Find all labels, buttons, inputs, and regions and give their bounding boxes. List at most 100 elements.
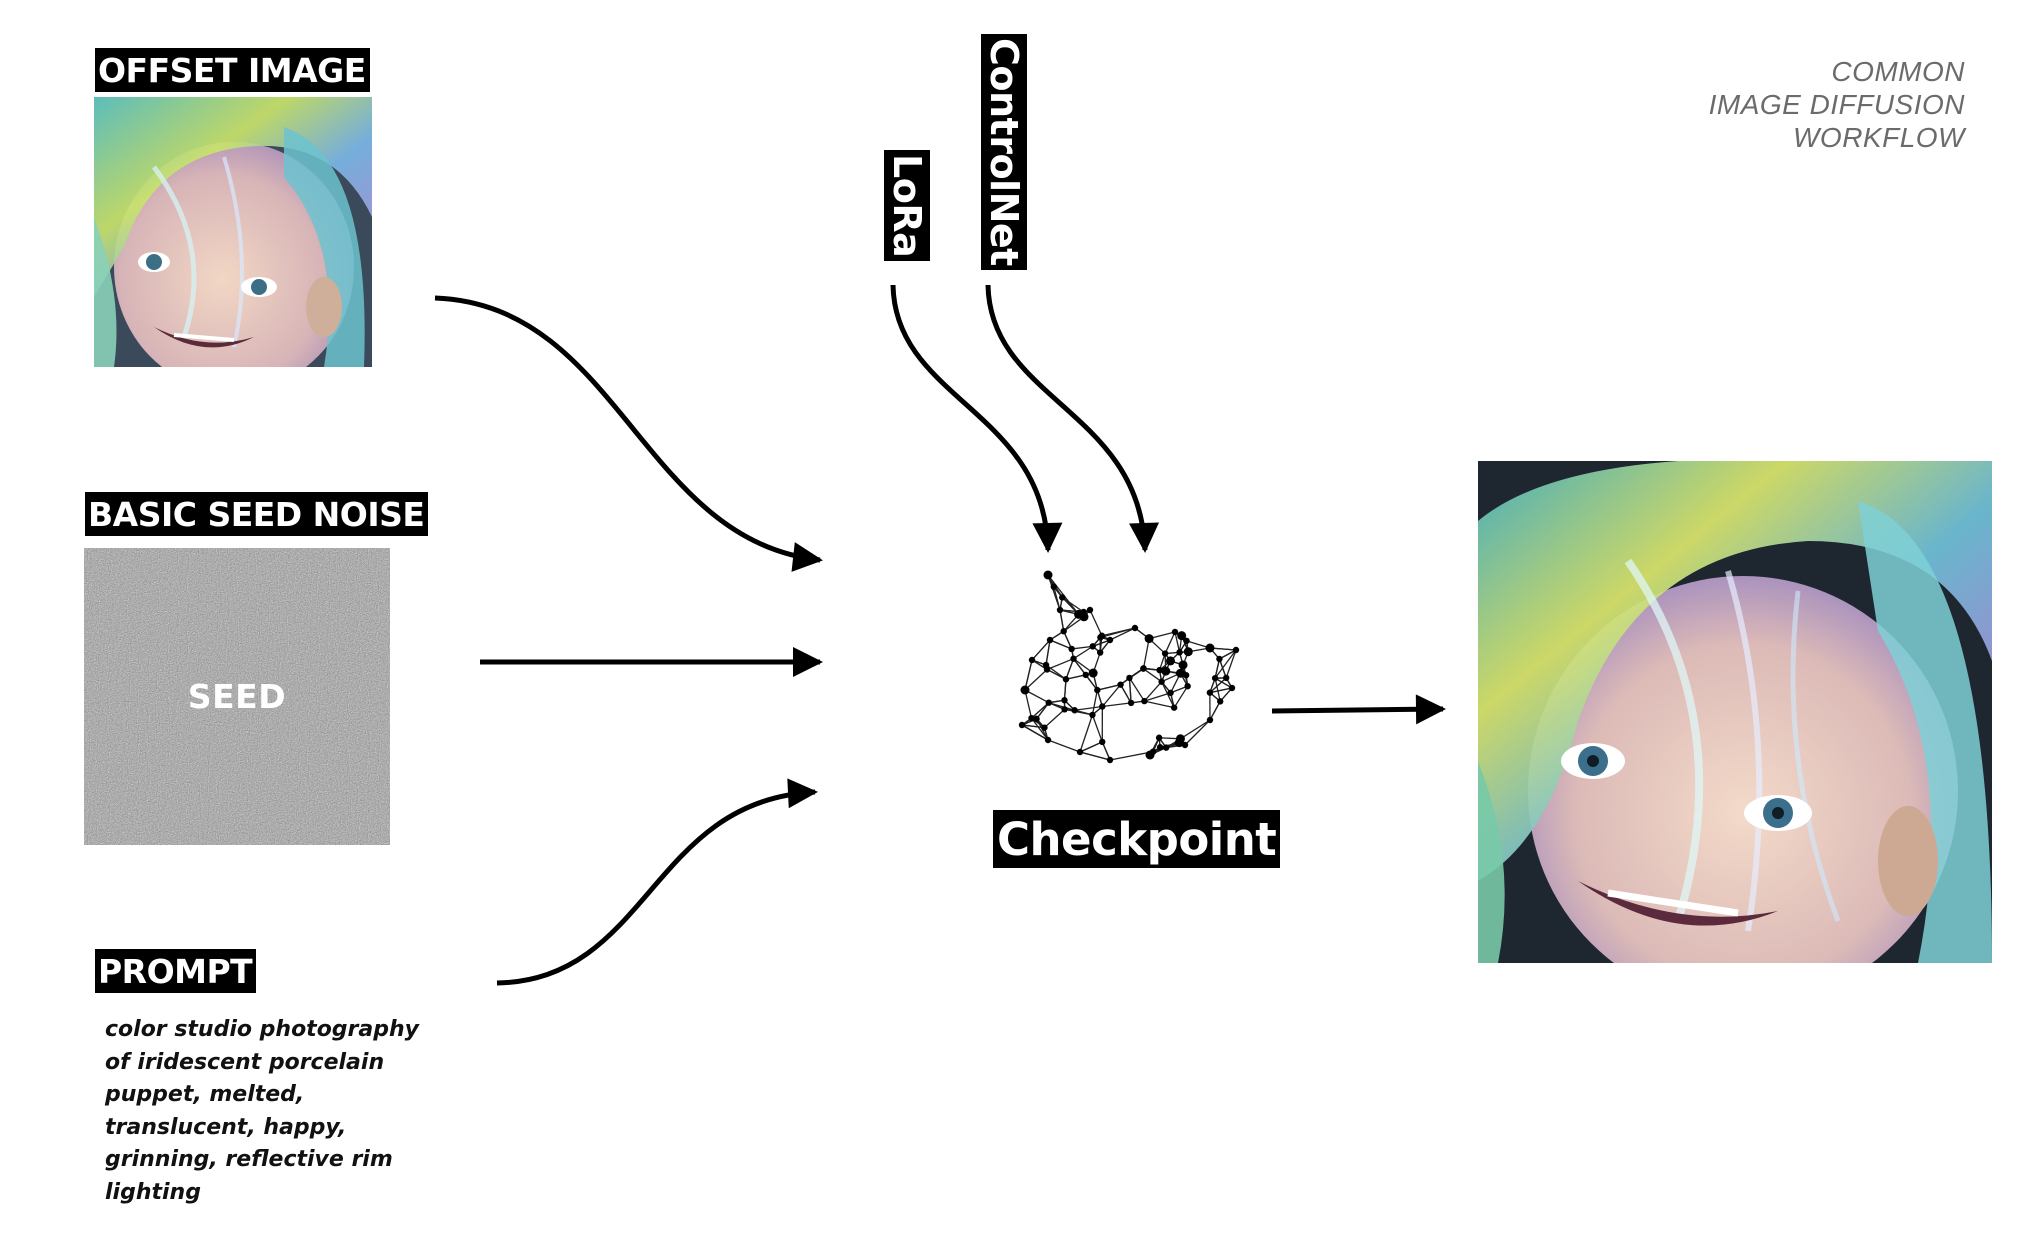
- network-edge: [1045, 639, 1051, 666]
- prompt-text: color studio photography of iridescent p…: [105, 1014, 445, 1209]
- offset-image-label: OFFSET IMAGE: [95, 48, 370, 92]
- network-edge: [1100, 627, 1136, 639]
- network-graph-icon: [1018, 570, 1240, 764]
- network-node: [1043, 570, 1053, 580]
- network-edge: [1063, 630, 1073, 650]
- network-edge: [1024, 659, 1033, 691]
- network-node: [1140, 665, 1147, 672]
- network-edge: [1214, 677, 1233, 689]
- offset-image: [94, 97, 372, 367]
- network-edge: [1079, 751, 1111, 761]
- network-edge: [1072, 658, 1087, 676]
- network-edge: [1209, 677, 1227, 694]
- network-node: [1070, 655, 1077, 662]
- network-node: [1177, 631, 1187, 641]
- network-node: [1217, 698, 1224, 705]
- network-node: [1144, 634, 1154, 644]
- network-node: [1046, 636, 1054, 644]
- network-edge: [1144, 700, 1175, 709]
- network-node: [1165, 656, 1175, 666]
- title-line-3: WORKFLOW: [1793, 122, 1965, 153]
- network-edge: [1174, 631, 1181, 653]
- network-node: [1061, 697, 1068, 704]
- network-edge: [1225, 649, 1237, 679]
- network-node: [1162, 744, 1170, 751]
- network-edge: [1214, 658, 1221, 679]
- network-node: [1041, 724, 1048, 731]
- network-node: [1183, 647, 1193, 657]
- diagram-title: COMMON IMAGE DIFFUSION WORKFLOW: [1709, 55, 1965, 154]
- network-edge: [1101, 741, 1111, 761]
- network-node: [1060, 628, 1067, 635]
- network-edge: [1142, 668, 1163, 683]
- network-edge: [1030, 717, 1049, 741]
- network-edge: [1109, 627, 1136, 641]
- network-edge: [1061, 596, 1084, 613]
- network-edge: [1184, 719, 1211, 746]
- network-edge: [1024, 669, 1048, 691]
- network-node: [1175, 668, 1185, 678]
- network-node: [1082, 671, 1089, 679]
- network-node: [1044, 736, 1052, 744]
- network-node: [1097, 634, 1104, 641]
- prompt-line: puppet, melted,: [105, 1082, 305, 1107]
- network-node: [1059, 594, 1066, 601]
- network-edge: [1180, 719, 1211, 740]
- network-node: [1232, 646, 1240, 654]
- network-edge: [1101, 684, 1122, 707]
- network-edge: [1209, 687, 1233, 694]
- network-node: [1183, 637, 1190, 645]
- network-edge: [1091, 714, 1103, 743]
- network-node: [1158, 678, 1165, 685]
- network-node: [1117, 681, 1124, 688]
- network-node: [1076, 748, 1084, 756]
- lora-arrow: [890, 284, 1063, 553]
- network-node: [1182, 671, 1190, 679]
- prompt-label: PROMPT: [95, 949, 257, 993]
- network-node: [1028, 656, 1036, 664]
- network-edge: [1063, 679, 1067, 701]
- prompt-line: color studio photography: [105, 1017, 420, 1042]
- network-node: [1174, 738, 1184, 748]
- network-edge: [1144, 692, 1171, 702]
- network-node: [1106, 636, 1114, 644]
- network-node: [1141, 697, 1148, 705]
- network-edge: [1031, 702, 1050, 719]
- network-node: [1089, 643, 1096, 650]
- network-edge: [1065, 674, 1086, 680]
- network-node: [1167, 689, 1174, 697]
- network-edge: [1036, 702, 1050, 720]
- network-node: [1099, 738, 1106, 746]
- network-node: [1171, 628, 1179, 636]
- network-edge: [1059, 609, 1065, 632]
- network-node: [1028, 714, 1035, 722]
- network-node: [1089, 711, 1096, 719]
- network-node: [1094, 686, 1101, 694]
- network-node: [1170, 704, 1178, 711]
- network-node: [1033, 715, 1040, 723]
- network-edge: [1097, 684, 1121, 691]
- network-edge: [1073, 645, 1094, 660]
- output-image: [1478, 461, 1992, 963]
- network-edge: [1142, 638, 1150, 669]
- network-edge: [1161, 681, 1175, 708]
- network-node: [1056, 606, 1064, 614]
- network-node: [1106, 756, 1114, 764]
- network-node: [1156, 666, 1163, 674]
- network-node: [1206, 716, 1214, 724]
- prompt-line: translucent, happy,: [105, 1114, 347, 1140]
- network-edge: [1047, 739, 1081, 753]
- network-node: [1176, 649, 1183, 656]
- network-node: [1216, 655, 1223, 663]
- network-node: [1161, 650, 1169, 657]
- prompt-arrow: [496, 778, 818, 986]
- network-node: [1020, 685, 1030, 695]
- controlnet-arrow: [985, 284, 1159, 553]
- network-edge: [1102, 702, 1132, 708]
- network-node: [1149, 748, 1157, 755]
- network-edge: [1209, 701, 1221, 721]
- network-node: [1161, 666, 1171, 676]
- network-node: [1045, 699, 1052, 706]
- network-node: [1061, 706, 1068, 713]
- network-node: [1131, 624, 1139, 632]
